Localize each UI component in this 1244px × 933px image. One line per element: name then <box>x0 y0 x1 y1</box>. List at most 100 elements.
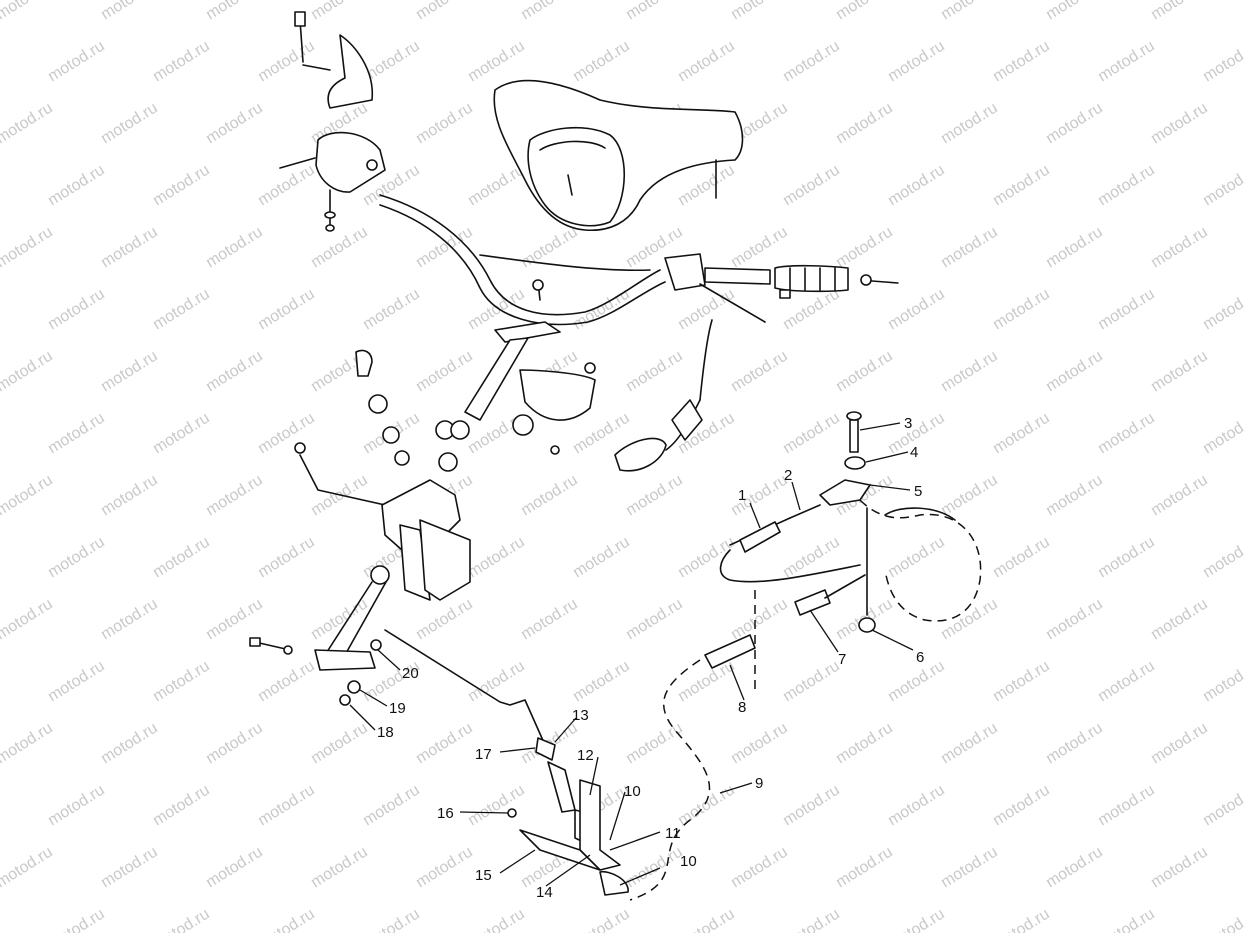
watermark-text: motod.ru <box>360 782 423 830</box>
watermark-text: motod.ru <box>780 38 843 86</box>
callout-13: 13 <box>572 707 589 724</box>
watermark-text: motod.ru <box>990 782 1053 830</box>
watermark-text: motod.ru <box>1148 472 1211 520</box>
watermark-text: motod.ru <box>570 906 633 933</box>
watermark-text: motod.ru <box>1095 658 1158 706</box>
watermark-text: motod.ru <box>45 286 108 334</box>
watermark-text: motod.ru <box>833 720 896 768</box>
seat-cover <box>493 79 744 232</box>
watermark-text: motod.ru <box>98 720 161 768</box>
watermark-text: motod.ru <box>990 658 1053 706</box>
watermark-text: motod.ru <box>675 782 738 830</box>
watermark-text: motod.ru <box>623 348 686 396</box>
watermark-text: motod.ru <box>1200 410 1244 458</box>
watermark-text: motod.ru <box>150 410 213 458</box>
tether-switch <box>614 319 713 472</box>
watermark-text: motod.ru <box>465 534 528 582</box>
watermark-text: motod.ru <box>1200 38 1244 86</box>
callout-17: 17 <box>475 746 492 763</box>
callout-7: 7 <box>838 651 846 668</box>
watermark-text: motod.ru <box>150 906 213 933</box>
watermark-text: motod.ru <box>255 906 318 933</box>
watermark-text: motod.ru <box>0 720 56 768</box>
watermark-text: motod.ru <box>938 348 1001 396</box>
watermark-text: motod.ru <box>45 534 108 582</box>
watermark-text: motod.ru <box>98 348 161 396</box>
watermark-text: motod.ru <box>885 906 948 933</box>
watermark-text: motod.ru <box>675 658 738 706</box>
callout-15: 15 <box>475 867 492 884</box>
callout-16: 16 <box>437 805 454 822</box>
watermark-text: motod.ru <box>938 596 1001 644</box>
handlebar <box>379 194 899 326</box>
watermark-text: motod.ru <box>0 472 56 520</box>
watermark-text: motod.ru <box>1200 162 1244 210</box>
watermark-text: motod.ru <box>1148 0 1211 23</box>
callout-11: 11 <box>665 825 681 842</box>
watermark-text: motod.ru <box>203 720 266 768</box>
watermark-text: motod.ru <box>1095 38 1158 86</box>
watermark-text: motod.ru <box>1148 348 1211 396</box>
watermark-text: motod.ru <box>203 472 266 520</box>
callout-9: 9 <box>755 775 763 792</box>
watermark-text: motod.ru <box>0 782 3 830</box>
watermark-text: motod.ru <box>885 286 948 334</box>
watermark-text: motod.ru <box>255 410 318 458</box>
watermark-text: motod.ru <box>150 782 213 830</box>
watermark-text: motod.ru <box>780 906 843 933</box>
watermark-text: motod.ru <box>150 658 213 706</box>
callout-20: 20 <box>402 665 419 682</box>
watermark-text: motod.ru <box>98 472 161 520</box>
watermark-text: motod.ru <box>308 0 371 23</box>
watermark-text: motod.ru <box>308 596 371 644</box>
watermark-text: motod.ru <box>833 348 896 396</box>
callout-10-upper: 10 <box>624 783 641 800</box>
watermark-text: motod.ru <box>0 410 3 458</box>
watermark-text: motod.ru <box>308 720 371 768</box>
watermark-text: motod.ru <box>1095 906 1158 933</box>
watermark-text: motod.ru <box>0 100 56 148</box>
watermark-text: motod.ru <box>0 906 3 933</box>
callout-8: 8 <box>738 699 746 716</box>
watermark-text: motod.ru <box>1200 534 1244 582</box>
watermark-text: motod.ru <box>255 534 318 582</box>
callout-5: 5 <box>914 483 922 500</box>
watermark-text: motod.ru <box>570 38 633 86</box>
watermark-text: motod.ru <box>203 348 266 396</box>
watermark-text: motod.ru <box>833 844 896 892</box>
watermark-text: motod.ru <box>98 224 161 272</box>
cable-assembly <box>384 629 629 896</box>
watermark-text: motod.ru <box>45 162 108 210</box>
watermark-text: motod.ru <box>833 0 896 23</box>
watermark-text: motod.ru <box>203 844 266 892</box>
pitman-arm <box>249 637 382 706</box>
watermark-text: motod.ru <box>623 0 686 23</box>
watermark-text: motod.ru <box>360 286 423 334</box>
watermark-text: motod.ru <box>465 782 528 830</box>
watermark-text: motod.ru <box>518 472 581 520</box>
watermark-text: motod.ru <box>675 286 738 334</box>
callout-3: 3 <box>904 415 912 432</box>
watermark-text: motod.ru <box>728 224 791 272</box>
watermark-text: motod.ru <box>255 38 318 86</box>
watermark-text: motod.ru <box>570 658 633 706</box>
switch-housing <box>279 131 386 232</box>
callout-12: 12 <box>577 747 594 764</box>
watermark-text: motod.ru <box>675 38 738 86</box>
watermark-text: motod.ru <box>1095 286 1158 334</box>
watermark-text: motod.ru <box>1148 720 1211 768</box>
callout-leaders <box>349 422 914 887</box>
watermark-text: motod.ru <box>465 906 528 933</box>
watermark-text: motod.ru <box>1043 100 1106 148</box>
callout-10-lower: 10 <box>680 853 697 870</box>
watermark-text: motod.ru <box>308 224 371 272</box>
watermark-text: motod.ru <box>728 596 791 644</box>
watermark-text: motod.ru <box>885 38 948 86</box>
watermark-text: motod.ru <box>1043 844 1106 892</box>
watermark-text: motod.ru <box>98 844 161 892</box>
watermark-text: motod.ru <box>255 162 318 210</box>
watermark-text: motod.ru <box>1043 596 1106 644</box>
steering-linkage <box>629 411 982 901</box>
watermark-text: motod.ru <box>780 162 843 210</box>
